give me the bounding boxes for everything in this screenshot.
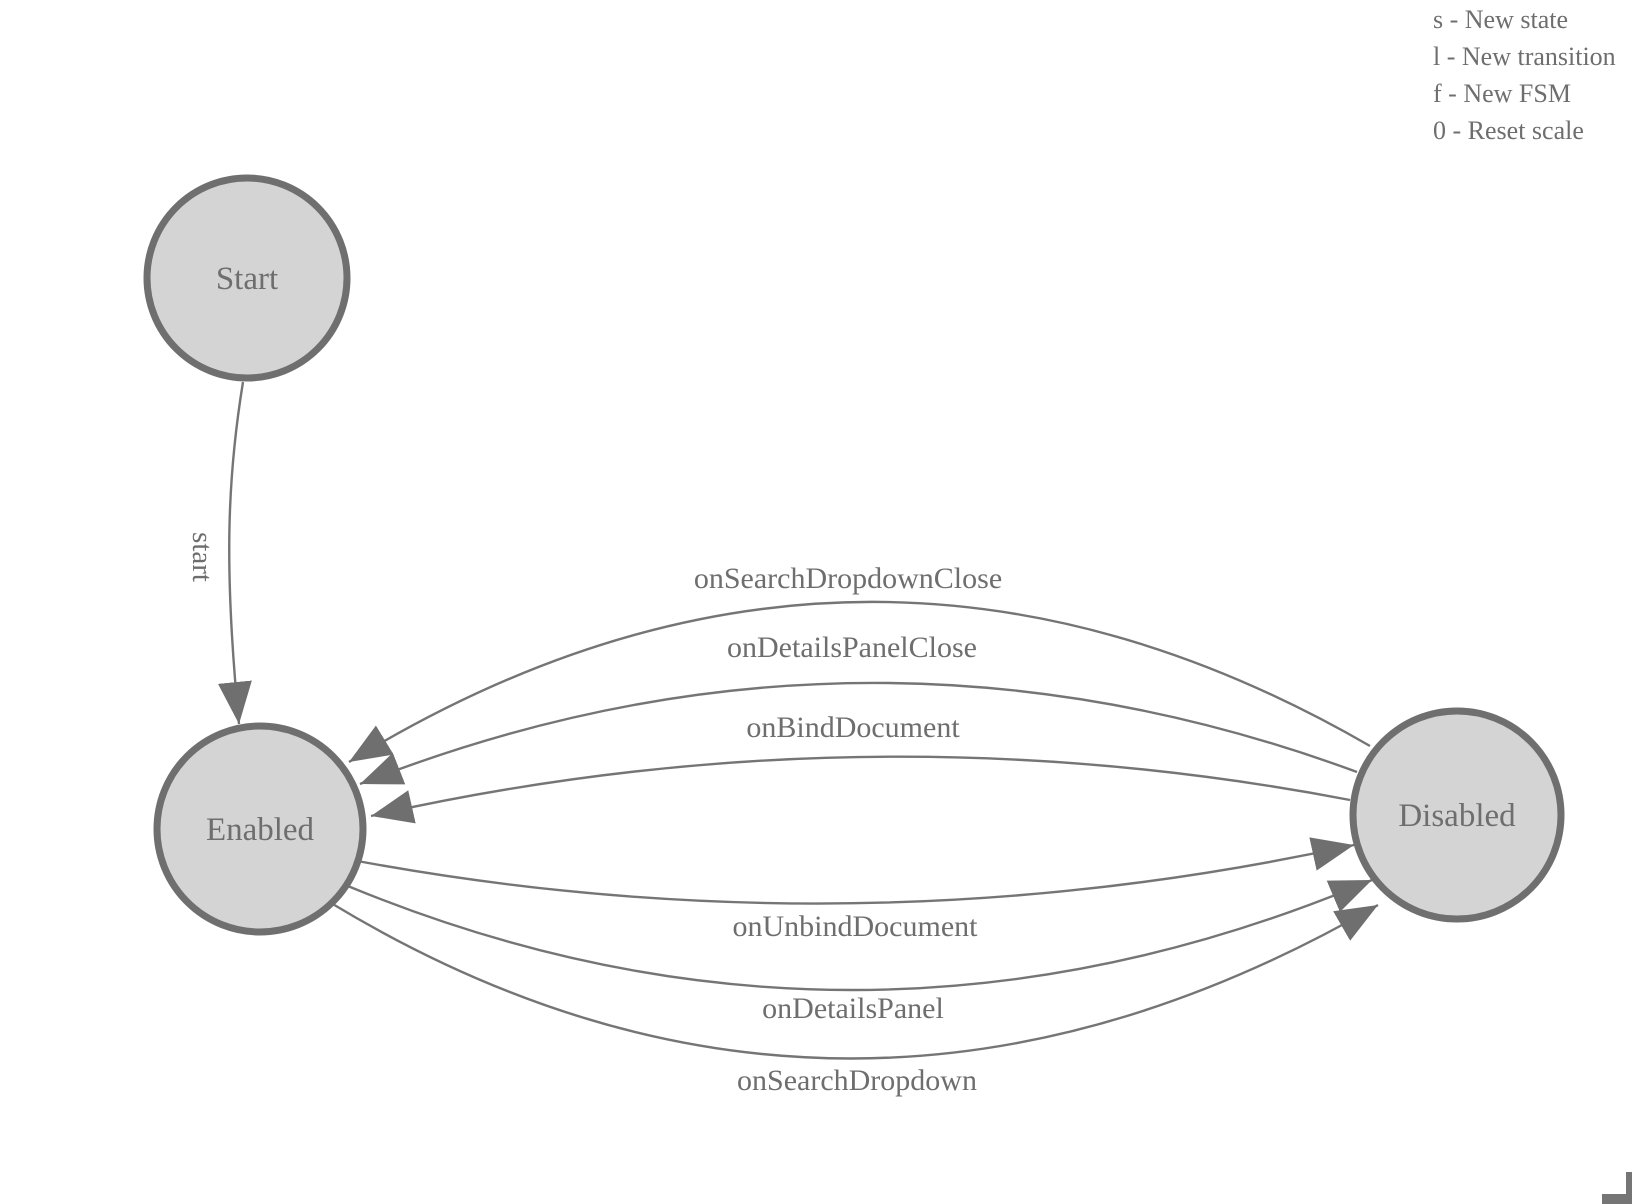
transition-edge-start[interactable]: [218, 381, 252, 725]
transition-label-onBindDocument: onBindDocument: [746, 711, 960, 744]
transition-edge-onSearchDropdown[interactable]: [330, 901, 1379, 1060]
transition-label-onSearchDropdown: onSearchDropdown: [737, 1064, 977, 1097]
transition-label-onSearchDropdownClose: onSearchDropdownClose: [694, 562, 1002, 595]
state-circle-disabled[interactable]: [1349, 707, 1565, 923]
legend-line-reset-scale: 0 - Reset scale: [1433, 116, 1584, 145]
transition-label-onDetailsPanelClose: onDetailsPanelClose: [727, 631, 977, 664]
state-node-disabled[interactable]: Disabled: [1349, 707, 1565, 923]
transition-edge-onDetailsPanel[interactable]: [342, 878, 1373, 992]
legend-line-new-fsm: f - New FSM: [1433, 79, 1571, 108]
transition-label-start: start: [186, 532, 218, 582]
transition-edge-onDetailsPanelClose[interactable]: [359, 681, 1358, 786]
shortcut-legend: s - New state l - New transition f - New…: [1433, 5, 1616, 145]
transition-label-onDetailsPanel: onDetailsPanel: [762, 992, 944, 1025]
transition-label-onUnbindDocument: onUnbindDocument: [733, 910, 979, 943]
state-label-disabled: Disabled: [1398, 798, 1516, 834]
state-circle-start[interactable]: [143, 174, 351, 382]
state-label-enabled: Enabled: [206, 812, 315, 848]
transition-edge-onBindDocument[interactable]: [370, 755, 1351, 824]
state-node-start[interactable]: Start: [143, 174, 351, 382]
state-circle-enabled[interactable]: [153, 722, 367, 936]
corner-shape: [1602, 1172, 1632, 1204]
state-node-enabled[interactable]: Enabled: [153, 722, 367, 936]
legend-line-new-transition: l - New transition: [1433, 42, 1616, 71]
transition-edge-onSearchDropdownClose[interactable]: [348, 600, 1371, 764]
state-label-start: Start: [216, 261, 278, 297]
corner-shape-horizontal: [1602, 1194, 1632, 1204]
corner-shape-vertical: [1626, 1172, 1632, 1200]
transition-edge-onUnbindDocument[interactable]: [351, 837, 1355, 905]
legend-line-new-state: s - New state: [1433, 5, 1568, 34]
